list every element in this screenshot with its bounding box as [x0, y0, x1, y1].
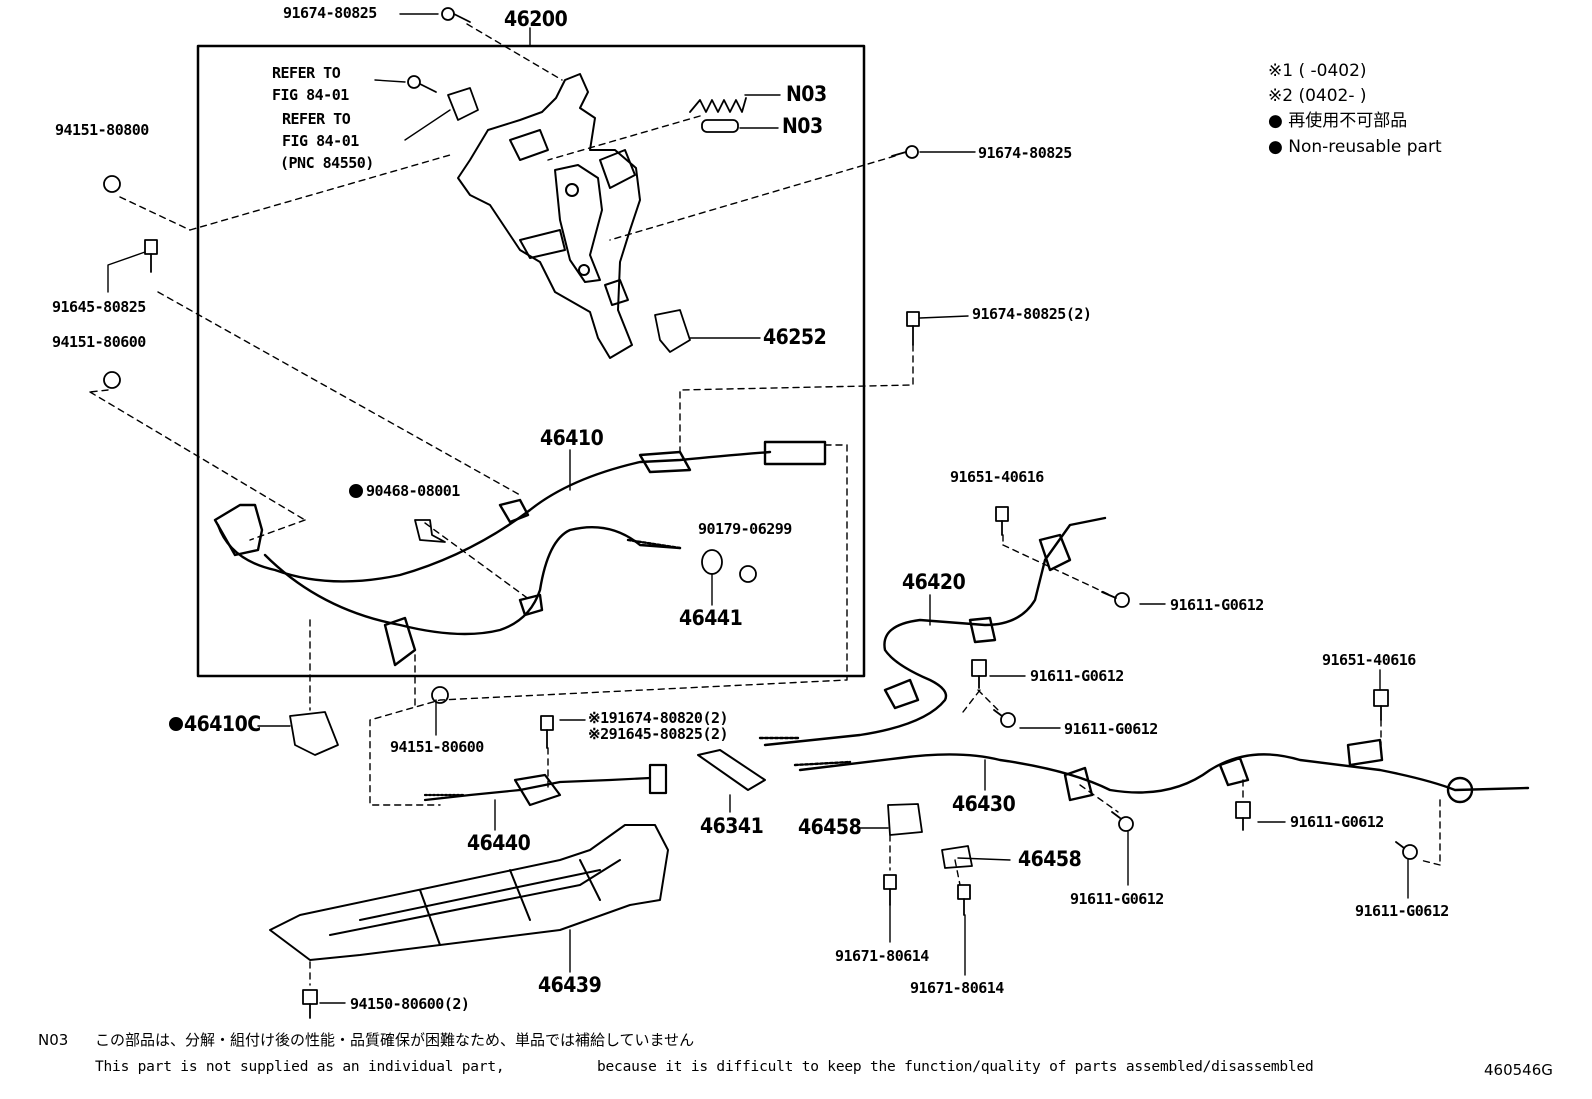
- equalizer-46440: [423, 763, 668, 807]
- label-n03-spring: N03: [786, 82, 827, 106]
- fasteners: [103, 7, 1418, 1019]
- label-bolt-alt-2: ※291645-80825(2): [588, 725, 729, 743]
- label-clamp-46458-a: 46458: [798, 815, 862, 839]
- label-bracket-46341: 46341: [700, 814, 764, 838]
- footer-note-jp: この部品は、分解・組付け後の性能・品質確保が困難なため、単品では補給していません: [95, 1031, 695, 1049]
- cable-46430: [793, 738, 1530, 804]
- refer-a-line2: FIG 84-01: [272, 86, 349, 104]
- cable-46420: [758, 516, 1107, 747]
- label-cover-46252: 46252: [763, 325, 827, 349]
- label-bolt-right: 91674-80825: [978, 144, 1072, 162]
- label-cable-46410c: 46410C: [184, 712, 261, 736]
- label-refer-a: REFER TO FIG 84-01: [272, 62, 349, 106]
- bracket-46341: [697, 749, 766, 791]
- footer-note-en-2: because it is difficult to keep the func…: [597, 1059, 1314, 1075]
- label-bolt-91651-a: 91651-40616: [950, 468, 1044, 486]
- footer-figure-id: 460546G: [1484, 1061, 1553, 1079]
- label-bolt-alt-1: ※191674-80820(2): [588, 709, 729, 727]
- legend-nonreuse-jp: ● 再使用不可部品: [1268, 111, 1408, 131]
- dashed-leaders: [89, 23, 1441, 986]
- label-bolt-2: 91674-80825(2): [972, 305, 1092, 323]
- label-cable-46430: 46430: [952, 792, 1016, 816]
- label-clamp-46458-b: 46458: [1018, 847, 1082, 871]
- assembly-frame: [196, 44, 866, 678]
- cover-46439: [269, 824, 669, 961]
- label-lever-assy: 46200: [504, 7, 568, 31]
- label-equalizer-46440: 46440: [467, 831, 531, 855]
- label-n03-pin: N03: [782, 114, 823, 138]
- footer-note-en-1: This part is not supplied as an individu…: [95, 1059, 505, 1075]
- refer-b-line2: FIG 84-01: [282, 132, 359, 150]
- label-bolt-91611-a: 91611-G0612: [1170, 596, 1264, 614]
- parking-brake-lever: [457, 73, 641, 359]
- label-refer-b: REFER TO FIG 84-01 (PNC 84550): [280, 108, 374, 174]
- label-bolt-top: 91674-80825: [283, 4, 377, 22]
- label-cover-46439: 46439: [538, 973, 602, 997]
- label-bolt-91611-c: 91611-G0612: [1064, 720, 1158, 738]
- label-bolt-91611-d: 91611-G0612: [1290, 813, 1384, 831]
- label-nut-upper: 94151-80800: [55, 121, 149, 139]
- nonreuse-dot-46410c: [169, 717, 183, 731]
- legend-mark2: ※2 (0402- ): [1268, 86, 1367, 106]
- label-bolt-91611-b: 91611-G0612: [1030, 667, 1124, 685]
- label-bolt-91671-b: 91671-80614: [910, 979, 1004, 997]
- label-bolt-bottom: 94150-80600(2): [350, 995, 470, 1013]
- label-bolt-91651-b: 91651-40616: [1322, 651, 1416, 669]
- nonreuse-dot-90468: [349, 484, 363, 498]
- refer-b-line3: (PNC 84550): [280, 154, 374, 172]
- label-clip-90468: 90468-08001: [366, 482, 460, 500]
- legend-nonreuse-en: ● Non-reusable part: [1268, 137, 1442, 157]
- solid-leaders: [107, 13, 1409, 1004]
- refer-b-line1: REFER TO: [282, 110, 351, 128]
- label-bolt-left: 91645-80825: [52, 298, 146, 316]
- label-bolt-91611-e: 91611-G0612: [1070, 890, 1164, 908]
- legend-mark1: ※1 ( -0402): [1268, 61, 1367, 81]
- cable-46410: [213, 440, 827, 667]
- refer-a-line1: REFER TO: [272, 64, 341, 82]
- footer-note-code: N03: [38, 1031, 69, 1049]
- label-bolt-91671-a: 91671-80614: [835, 947, 929, 965]
- label-bolt-91611-f: 91611-G0612: [1355, 902, 1449, 920]
- label-nut-lower: 94151-80600: [390, 738, 484, 756]
- label-nut-left: 94151-80600: [52, 333, 146, 351]
- label-cable-46420: 46420: [902, 570, 966, 594]
- label-cable-46410: 46410: [540, 426, 604, 450]
- label-grommet-46441: 46441: [679, 606, 743, 630]
- label-washer-90179: 90179-06299: [698, 520, 792, 538]
